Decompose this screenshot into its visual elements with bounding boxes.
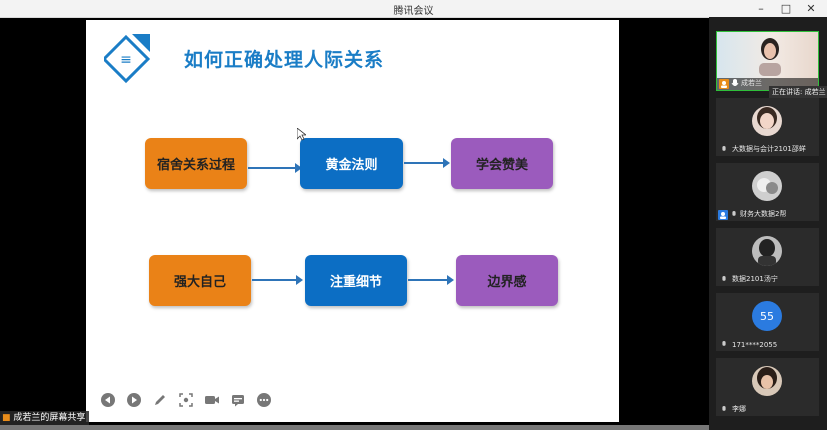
flow-arrow [248,163,302,173]
flow-box-details: 注重细节 [305,255,407,306]
maximize-button[interactable]: □ [780,2,792,15]
participant-tile[interactable]: 大数据与会计2101邵蛘 [716,98,819,156]
participant-tile[interactable]: 55 171****2055 [716,293,819,351]
participant-avatar [752,366,782,396]
bottom-strip [0,425,709,430]
mic-icon [732,211,736,216]
shared-slide: ≡ 如何正确处理人际关系 宿舍关系过程 黄金法则 学会赞美 强大自己 注重细节 … [86,20,619,422]
minimize-button[interactable]: – [758,2,764,15]
participant-avatar [752,106,782,136]
next-slide-button[interactable] [126,392,141,407]
participant-name: 成若兰 [741,79,762,87]
mic-icon [722,406,726,411]
flow-box-dorm-process: 宿舍关系过程 [145,138,247,189]
flow-box-learn-praise: 学会赞美 [451,138,553,189]
participant-avatar [752,236,782,266]
flow-box-be-strong: 强大自己 [149,255,251,306]
participant-avatar [752,171,782,201]
flow-arrow [252,275,303,285]
share-user-icon: ■ [2,413,11,423]
slide-logo-icon: ≡ [104,34,151,84]
camera-icon [205,395,219,404]
more-button[interactable] [256,392,271,407]
flow-box-golden-rule: 黄金法则 [300,138,403,189]
more-icon [256,392,271,407]
speaking-indicator: 正在讲话: 成若兰 [769,86,827,98]
share-label-text: 成若兰的屏幕共享 [13,413,86,423]
participant-avatar-text: 55 [752,301,782,331]
participant-sidebar: 成若兰 大数据与会计2101邵蛘 财务大数据2帮 数据2101汤宁 55 171… [709,17,827,430]
slide-logo-glyph: ≡ [120,52,132,68]
participant-name: 大数据与会计2101邵蛘 [732,145,806,153]
participant-name: 171****2055 [732,341,778,349]
subtitle-icon [231,394,244,406]
participant-name: 李娜 [732,405,746,413]
pen-button[interactable] [152,392,167,407]
focus-icon [178,392,193,407]
window-title: 腾讯会议 [393,6,434,17]
participant-name: 财务大数据2帮 [740,210,787,218]
prev-slide-button[interactable] [100,392,115,407]
flow-box-boundary: 边界感 [456,255,558,306]
mouse-cursor-icon [297,128,306,141]
camera-button[interactable] [204,392,219,407]
pen-icon [154,394,165,405]
participant-tile-active[interactable]: 成若兰 [716,31,819,91]
screen-share-label[interactable]: ■ 成若兰的屏幕共享 [0,411,90,425]
mic-icon [722,276,726,281]
mic-icon [731,79,739,86]
participant-tile[interactable]: 李娜 [716,358,819,416]
prev-icon [100,392,115,407]
participant-tile[interactable]: 财务大数据2帮 [716,163,819,221]
slide-title: 如何正确处理人际关系 [184,49,385,71]
participant-tile[interactable]: 数据2101汤宁 [716,228,819,286]
next-icon [126,392,141,407]
mic-icon [722,146,726,151]
focus-button[interactable] [178,392,193,407]
title-bar: 腾讯会议 – □ ✕ [0,0,827,18]
subtitle-button[interactable] [230,392,245,407]
host-icon [719,79,729,89]
flow-arrow [408,275,454,285]
mic-icon [722,341,726,346]
user-icon [718,210,728,220]
participant-video-person [759,38,781,76]
participant-name: 数据2101汤宁 [732,275,778,283]
flow-arrow [404,158,450,168]
close-button[interactable]: ✕ [806,2,816,15]
